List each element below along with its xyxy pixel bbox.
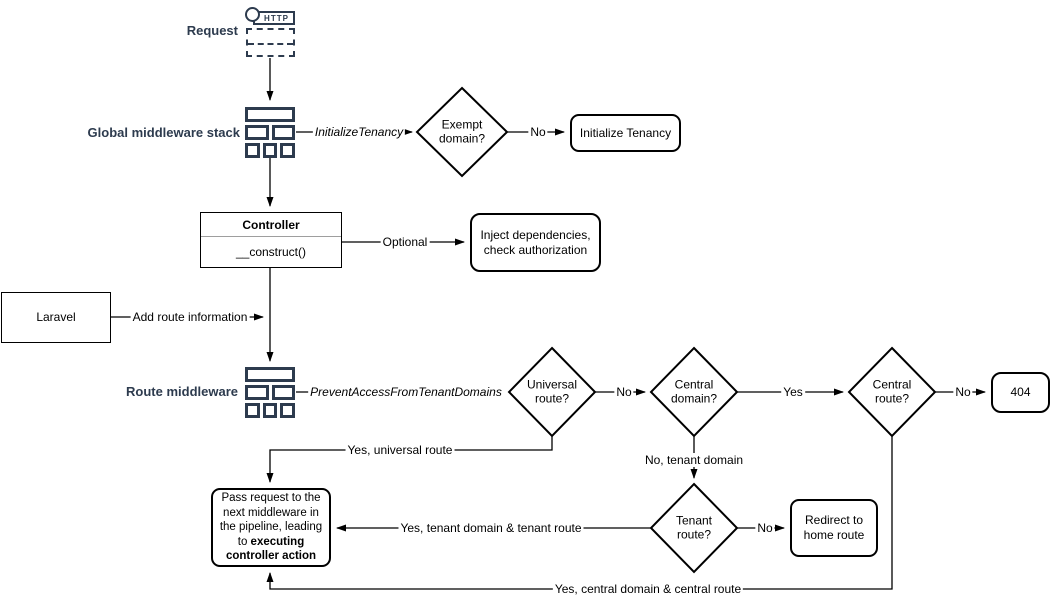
edge-label-add-route-information: Add route information [130,310,250,324]
edge-label-prevent-access: PreventAccessFromTenantDomains [308,385,504,399]
edge-label-exempt-no: No [528,125,548,139]
universal-route-diamond [507,346,597,438]
edge-label-initialize-tenancy: InitializeTenancy [312,125,406,139]
edge-label-yes-universal-route: Yes, universal route [345,443,455,457]
edge-label-optional: Optional [380,235,430,249]
request-circle-icon [245,7,260,22]
central-domain-diamond [649,346,739,438]
edge-label-central-route-no: No [953,385,973,399]
edge-label-no-tenant-domain: No, tenant domain [642,453,746,467]
controller-title: Controller [201,213,341,237]
global-middleware-stack-icon [245,107,296,158]
edge-label-tenant-route-no: No [755,521,775,535]
route-middleware-icon [245,367,296,418]
edge-label-yes-central-domain-route: Yes, central domain & central route [552,582,744,596]
request-body-icon [246,28,295,57]
edge-label-universal-no: No [614,385,634,399]
404-node: 404 [991,372,1050,413]
tenant-route-diamond [649,482,739,574]
initialize-tenancy-node: Initialize Tenancy [570,114,681,152]
pass-request-bold-text: executing controller action [225,535,317,563]
exempt-domain-diamond [415,86,509,178]
edge-label-yes-tenant-domain-route: Yes, tenant domain & tenant route [398,521,584,535]
laravel-node: Laravel [1,292,111,343]
pass-request-node: Pass request to the next middleware in t… [211,488,331,567]
route-middleware-label: Route middleware [126,384,238,399]
edge-label-central-domain-yes: Yes [781,385,805,399]
inject-dependencies-node: Inject dependencies, check authorization [470,213,601,272]
redirect-home-node: Redirect to home route [790,499,878,557]
request-label: Request [186,23,238,38]
controller-method: __construct() [235,245,307,259]
controller-node: Controller __construct() [200,212,342,268]
http-request-icon: HTTP [245,7,296,57]
global-middleware-stack-label: Global middleware stack [87,125,240,140]
central-route-diamond [847,346,937,438]
